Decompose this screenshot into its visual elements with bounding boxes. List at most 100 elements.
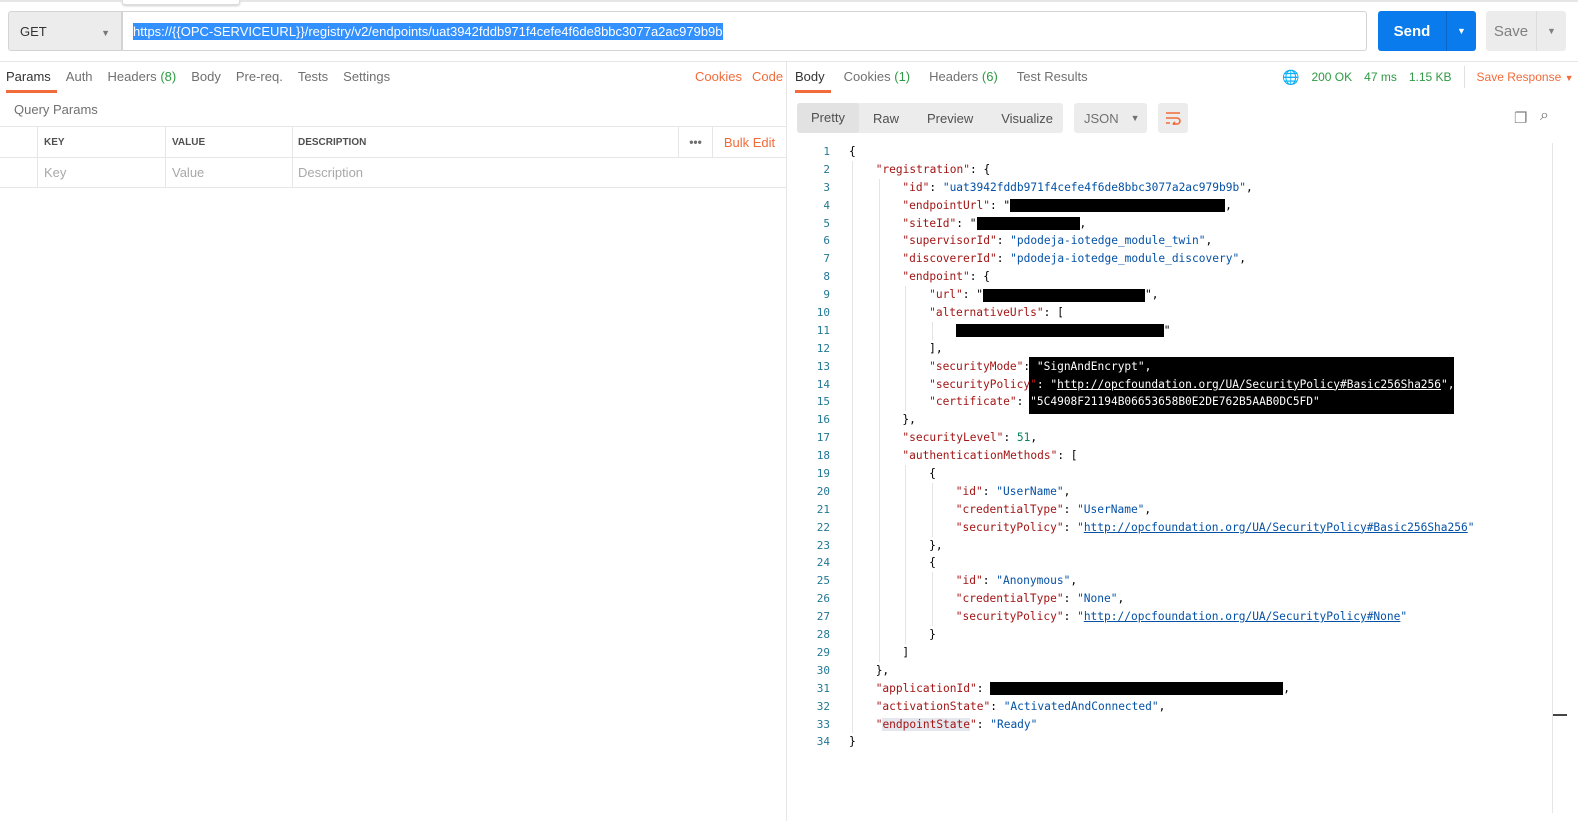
params-table: KEY VALUE DESCRIPTION ••• Bulk Edit Key … [0,126,786,188]
line-content: "url": "", [830,286,1158,305]
line-number: 14 [816,377,830,391]
globe-lock-icon[interactable]: 🌐 [1282,69,1300,85]
json-punctuation: }, [902,413,916,427]
tab-tests[interactable]: Tests [298,62,328,92]
json-key: "applicationId" [875,681,977,695]
json-punctuation: , [1063,484,1071,498]
status-code[interactable]: 200 OK [1311,70,1353,84]
bulk-edit-link[interactable]: Bulk Edit [723,134,776,150]
method-select[interactable]: GET ▼ [8,11,122,51]
indent-guide [852,482,853,501]
line-content: "id": "UserName", [830,482,1071,501]
response-tabs: Body Cookies (1) Headers (6) Test Result… [795,62,1107,93]
code-link[interactable]: Code [751,69,784,84]
divider [0,61,1578,62]
line-content: } [830,733,856,751]
json-key: "securityPolicy" [955,520,1064,534]
format-select[interactable]: JSON ▼ [1074,103,1147,133]
line-content: "applicationId": , [830,679,1290,698]
tab-pre-request[interactable]: Pre-req. [236,62,283,92]
indent-guide [852,357,853,376]
save-response-button[interactable]: Save Response ▼ [1477,62,1574,92]
method-label: GET [20,23,47,39]
tab-settings[interactable]: Settings [343,62,390,92]
caret-down-icon: ▼ [1564,73,1574,83]
json-punctuation: : [ [1043,306,1064,320]
line-content: "endpointUrl": ", [830,196,1232,215]
divider [1463,66,1465,88]
response-size[interactable]: 1.15 KB [1408,70,1452,84]
view-pretty[interactable]: Pretty [797,103,859,133]
redaction-overlay [1029,357,1454,414]
key-input[interactable]: Key [38,158,166,187]
view-visualize[interactable]: Visualize [1001,110,1054,126]
response-time[interactable]: 47 ms [1364,70,1397,84]
line-number: 9 [823,288,830,302]
json-punctuation: { [849,145,856,158]
indent-guide [905,375,907,394]
indent-guide [878,447,880,466]
more-options-icon[interactable]: ••• [678,127,713,157]
request-tab-stub[interactable] [122,0,240,5]
json-key: "securityLevel" [902,431,1004,445]
tab-response-headers[interactable]: Headers (6) [929,62,998,92]
save-options-chevron-icon[interactable]: ▼ [1536,11,1566,51]
line-content: "supervisorId": "pdodeja-iotedge_module_… [830,232,1212,251]
indent-guide [852,304,853,322]
indent-guide [878,232,880,251]
tab-headers[interactable]: Headers (8) [108,62,177,92]
value-input[interactable]: Value [166,158,293,187]
tab-params[interactable]: Params [6,62,57,93]
indent-guide [852,339,853,358]
json-key: "securityPolicy" [929,377,1037,391]
wrap-lines-button[interactable] [1158,103,1188,133]
tab-count: (8) [160,69,177,84]
line-content: }, [830,536,943,555]
code-line: 19{ [800,465,1560,483]
request-tabs: Params Auth Headers (8) Body Pre-req. Te… [6,62,405,93]
indent-guide [852,661,853,680]
save-button[interactable]: Save ▼ [1486,11,1566,51]
code-line: 16}, [800,411,1560,430]
indent-guide [852,536,853,555]
json-punctuation: { [929,467,936,481]
copy-icon[interactable]: ❐ [1514,110,1528,127]
json-link[interactable]: http://opcfoundation.org/UA/SecurityPoli… [1083,610,1401,624]
indent-guide [878,339,880,358]
scrollbar-track[interactable] [1552,143,1553,813]
line-number: 30 [816,663,830,677]
json-link[interactable]: http://opcfoundation.org/UA/SecurityPoli… [1083,520,1468,534]
line-content: "id": "Anonymous", [830,572,1077,591]
tab-test-results[interactable]: Test Results [1017,62,1088,92]
pane-divider[interactable] [786,62,787,821]
url-input[interactable]: https://{{OPC-SERVICEURL}}/registry/v2/e… [122,11,1367,51]
send-button[interactable]: Send ▼ [1378,11,1476,51]
indent-guide [878,608,880,627]
tab-response-body[interactable]: Body [795,62,831,93]
search-icon[interactable]: ⌕ [1540,107,1549,124]
tab-count: (1) [894,69,911,84]
tab-auth[interactable]: Auth [66,62,93,92]
tab-label: Pre-req. [235,69,283,84]
response-body-code[interactable]: 1{2"registration": {3"id": "uat3942fddb9… [800,143,1560,751]
indent-guide [878,321,880,340]
json-string: "pdodeja-iotedge_module_discovery" [1010,252,1240,266]
tab-body[interactable]: Body [191,62,221,92]
tab-label: Body [795,69,825,84]
cookies-link[interactable]: Cookies [695,69,742,84]
send-options-chevron-icon[interactable]: ▼ [1446,11,1476,51]
description-input[interactable]: Description [298,165,364,180]
json-link-highlighted[interactable]: http://opcfoundation.org/UA/SecurityPoli… [1057,377,1442,391]
line-number: 7 [823,252,830,266]
indent-guide [852,196,853,215]
json-string-highlighted: : " [1036,377,1058,391]
json-string-highlighted: ", [1441,377,1455,391]
tab-response-cookies[interactable]: Cookies (1) [844,62,910,92]
line-content: "alternativeUrls": [ [830,304,1064,322]
indent-guide [905,286,907,305]
scrollbar-marker[interactable] [1553,714,1567,716]
view-raw[interactable]: Raw [872,110,899,126]
json-string: "UserName" [996,484,1064,498]
view-preview[interactable]: Preview [926,110,974,126]
indent-guide [852,286,853,305]
